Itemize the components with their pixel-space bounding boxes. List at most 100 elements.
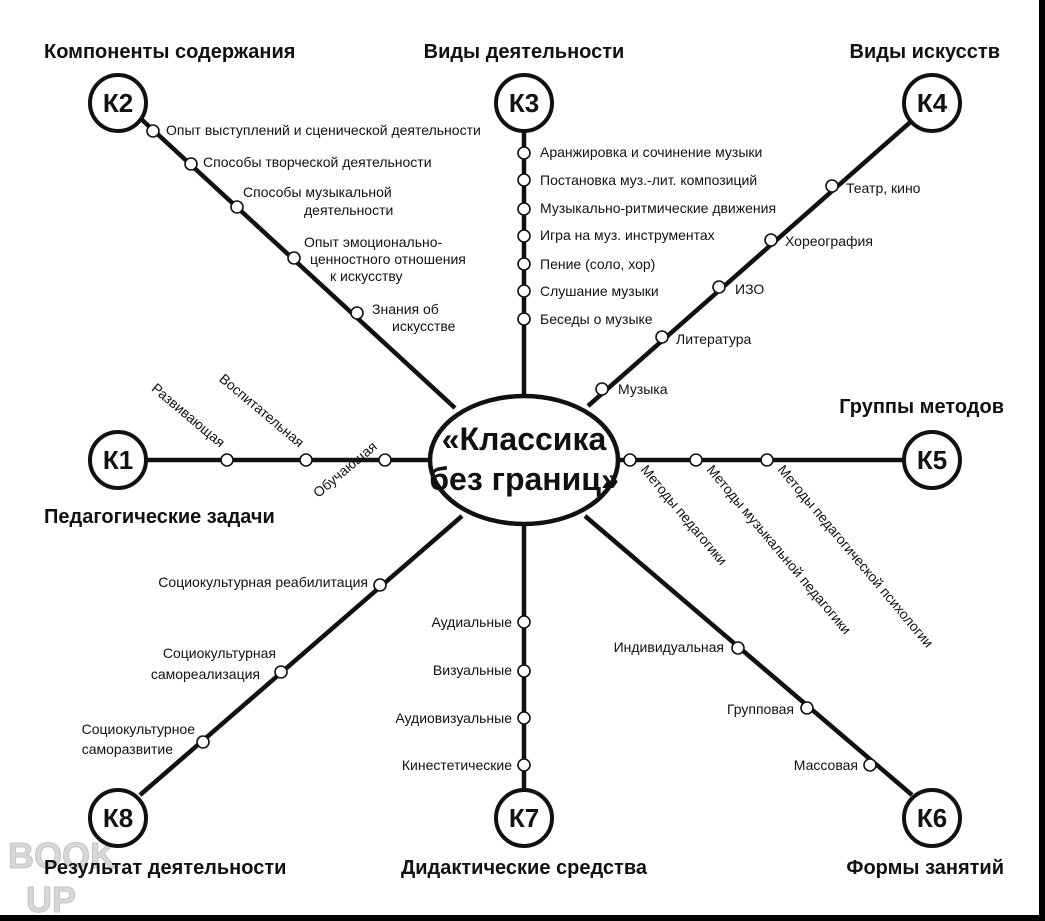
node-k8-title: Результат деятельности [44, 857, 286, 879]
k8-item-2-line2: самореализация [151, 666, 260, 682]
k5-item-3: Методы педагогической психологии [775, 462, 937, 651]
k3-item-3: Музыкально-ритмические движения [540, 200, 776, 216]
k4-item-5: Музыка [618, 381, 668, 397]
k8-item-1-line1: Социокультурная реабилитация [158, 574, 368, 590]
k2-item-5-line2: искусстве [392, 318, 456, 334]
node-k5-title: Группы методов [839, 396, 1004, 418]
k6-item-2: Групповая [727, 701, 794, 717]
node-k8-label: К8 [103, 803, 133, 833]
node-k1-label: К1 [103, 445, 133, 475]
node-k5: К5 Группы методов [839, 396, 1004, 490]
k8-item-3-line2: саморазвитие [82, 741, 174, 757]
k5-station-3 [760, 453, 774, 467]
k8-item-3-line1: Социокультурное [82, 721, 196, 737]
watermark-line2: UP [26, 879, 76, 920]
k8-items: Социокультурная реабилитация Социокульту… [82, 574, 387, 757]
k6-station-2 [800, 701, 814, 715]
k5-item-2: Методы музыкальной педагогики [704, 462, 855, 637]
node-k1-circle [88, 430, 148, 490]
k2-item-1-line1: Опыт выступлений и сценической деятельно… [166, 122, 481, 138]
k2-item-2-line1: Способы творческой деятельности [203, 154, 432, 170]
k3-items: Аранжировка и сочинение музыки Постановк… [517, 144, 776, 327]
k3-item-5: Пение (соло, хор) [540, 256, 655, 272]
k6-station-3 [863, 758, 877, 772]
node-k8-circle [88, 788, 148, 848]
k2-item-4-line1: Опыт эмоционально- [304, 234, 443, 250]
k3-station-3 [517, 202, 531, 216]
k7-item-3: Аудиовизуальные [395, 710, 512, 726]
k7-station-2 [517, 664, 531, 678]
k3-station-1 [517, 146, 531, 160]
k3-station-7 [517, 312, 531, 326]
k2-station-5 [350, 306, 364, 320]
node-k3: К3 Виды деятельности [424, 41, 625, 133]
k7-station-4 [517, 758, 531, 772]
k6-item-1: Индивидуальная [614, 639, 724, 655]
k7-items: Аудиальные Визуальные Аудиовизуальные Ки… [395, 614, 531, 773]
node-k7-title: Дидактические средства [401, 857, 648, 879]
k4-item-4: Литература [676, 331, 752, 347]
node-k1: К1 Педагогические задачи [44, 430, 275, 528]
center-node: «Классика без границ» [427, 393, 621, 527]
k4-station-1 [825, 179, 839, 193]
k2-item-3-line2: деятельности [304, 202, 393, 218]
k2-item-4-line2: ценностного отношения [310, 251, 466, 267]
k8-station-2 [274, 665, 288, 679]
k1-item-3: Обучающая [310, 438, 380, 500]
k6-items: Индивидуальная Групповая Массовая [614, 639, 877, 773]
k2-item-5-line1: Знания об [372, 301, 439, 317]
node-k4: К4 Виды искусств [850, 41, 1000, 133]
watermark-line1: BOOK [8, 835, 116, 876]
k3-station-2 [517, 173, 531, 187]
k7-item-4: Кинестетические [402, 757, 512, 773]
node-k7-circle [494, 788, 554, 848]
k2-station-3 [230, 200, 244, 214]
spoke-k4 [586, 116, 917, 408]
node-k5-circle [902, 430, 962, 490]
node-k7: К7 Дидактические средства [401, 788, 648, 879]
k1-station-2 [299, 453, 313, 467]
k3-item-2: Постановка муз.-лит. композиций [540, 172, 757, 188]
k5-items: Методы педагогики Методы музыкальной пед… [623, 453, 937, 651]
k1-item-1: Развивающая [149, 380, 229, 451]
k6-item-3: Массовая [794, 757, 858, 773]
k2-item-4-line3: к искусству [330, 268, 403, 284]
node-k2-label: К2 [103, 88, 133, 118]
k3-station-4 [517, 229, 531, 243]
k4-station-2 [764, 233, 778, 247]
k3-station-5 [517, 257, 531, 271]
node-k2-circle [88, 73, 148, 133]
k7-item-2: Визуальные [433, 662, 512, 678]
k3-item-4: Игра на муз. инструментах [540, 227, 715, 243]
k5-station-1 [623, 453, 637, 467]
node-k7-label: К7 [509, 803, 539, 833]
k7-item-1: Аудиальные [431, 614, 512, 630]
k3-item-7: Беседы о музыке [540, 311, 653, 327]
k4-station-3 [712, 280, 726, 294]
node-k3-circle [494, 73, 554, 133]
spoke-k6 [583, 514, 914, 797]
k6-station-1 [731, 641, 745, 655]
node-k6: К6 Формы занятий [846, 788, 1004, 879]
node-k2-title: Компоненты содержания [44, 41, 295, 63]
k4-items: Театр, кино Хореография ИЗО Литература М… [595, 179, 921, 397]
k8-item-2-line1: Социокультурная [163, 645, 276, 661]
node-k2: К2 Компоненты содержания [44, 41, 295, 133]
node-k3-title: Виды деятельности [424, 41, 625, 63]
node-k8: К8 Результат деятельности [44, 788, 286, 879]
center-ellipse [427, 393, 621, 527]
k7-station-1 [517, 615, 531, 629]
watermark: BOOK UP [8, 835, 117, 921]
node-k4-circle [902, 73, 962, 133]
node-k4-label: К4 [917, 88, 948, 118]
k5-station-2 [689, 453, 703, 467]
node-k6-title: Формы занятий [846, 857, 1004, 879]
node-k5-label: К5 [917, 445, 947, 475]
k1-item-2: Воспитательная [216, 370, 307, 450]
k4-station-4 [655, 330, 669, 344]
k4-item-1: Театр, кино [846, 180, 921, 196]
k8-station-3 [196, 735, 210, 749]
k4-station-5 [595, 382, 609, 396]
